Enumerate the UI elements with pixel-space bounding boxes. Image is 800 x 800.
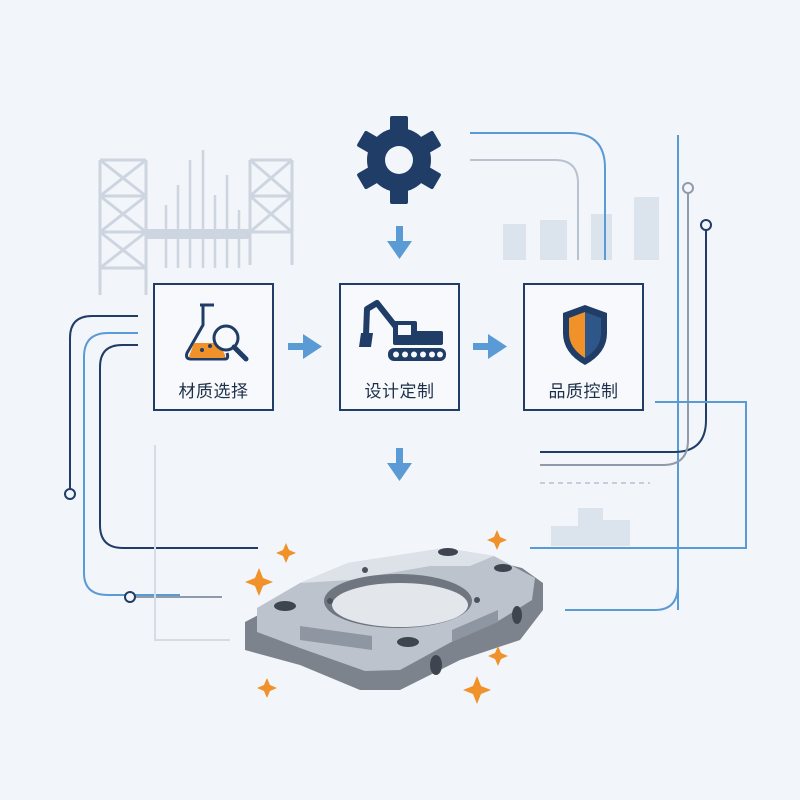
circuit-line-right-bottom-blue [565, 584, 679, 611]
sparkle-icon [488, 646, 508, 666]
sparkles [245, 530, 508, 704]
circuit-node [700, 219, 712, 231]
flask-magnifier-icon [185, 303, 249, 362]
part-hole [430, 655, 442, 675]
bar-background-top [503, 197, 659, 260]
circuit-lines [69, 132, 747, 641]
sparkle-icon [463, 676, 491, 704]
flow-arrows [288, 226, 507, 481]
step-box-design: 设计定制 [339, 283, 460, 411]
arrow-right-icon [288, 334, 322, 359]
circuit-line-right-node-navy [540, 229, 707, 453]
machined-metal-part [245, 548, 543, 690]
part-hole [474, 597, 480, 603]
circuit-line-right-lower-blue [530, 401, 747, 549]
circuit-line-right-node-grey [540, 192, 689, 466]
part-hole [438, 548, 458, 556]
circuit-line-left-blue [83, 332, 180, 596]
scaffold-tower-left [98, 158, 148, 295]
part-top-highlight [300, 548, 494, 583]
arrow-down-icon [387, 226, 412, 259]
step-box-quality: 品质控制 [523, 283, 644, 411]
part-hole [397, 637, 419, 647]
step-label-quality: 品质控制 [548, 382, 619, 402]
gear-icon [357, 116, 441, 204]
sparkle-icon [245, 568, 273, 596]
scaffold-poles [164, 150, 241, 268]
step-label-material: 材质选择 [178, 382, 249, 402]
part-hole [362, 567, 368, 573]
part-slot [300, 626, 372, 650]
part-center-opening-inner [332, 583, 468, 627]
part-hole [327, 598, 333, 604]
circuit-node [124, 591, 136, 603]
circuit-node [682, 182, 694, 194]
circuit-node [64, 488, 76, 500]
part-hole [512, 606, 522, 624]
sparkle-icon [276, 543, 296, 563]
shield-icon [563, 305, 607, 365]
arrow-right-icon [473, 334, 507, 359]
step-label-design: 设计定制 [364, 382, 435, 402]
circuit-line-left-navy [69, 315, 138, 493]
scaffold-platform [146, 229, 250, 239]
sparkle-icon [257, 678, 277, 698]
part-slot [452, 610, 498, 642]
step-box-material: 材质选择 [153, 283, 274, 411]
excavator-icon [359, 300, 446, 361]
circuit-line-top-right-blue [470, 132, 606, 260]
part-hole [494, 564, 512, 572]
sparkle-icon [487, 530, 507, 550]
circuit-line-left-grey [99, 344, 258, 549]
circuit-nodes [64, 182, 712, 603]
arrow-down-icon [387, 448, 412, 481]
bar-background-bottom [551, 508, 630, 546]
circuit-line-top-right-grey [470, 159, 579, 260]
circuit-line-left-faint [154, 445, 230, 641]
part-hole [274, 601, 296, 611]
scaffold-tower-right [248, 158, 294, 265]
scaffold-background [98, 150, 294, 295]
